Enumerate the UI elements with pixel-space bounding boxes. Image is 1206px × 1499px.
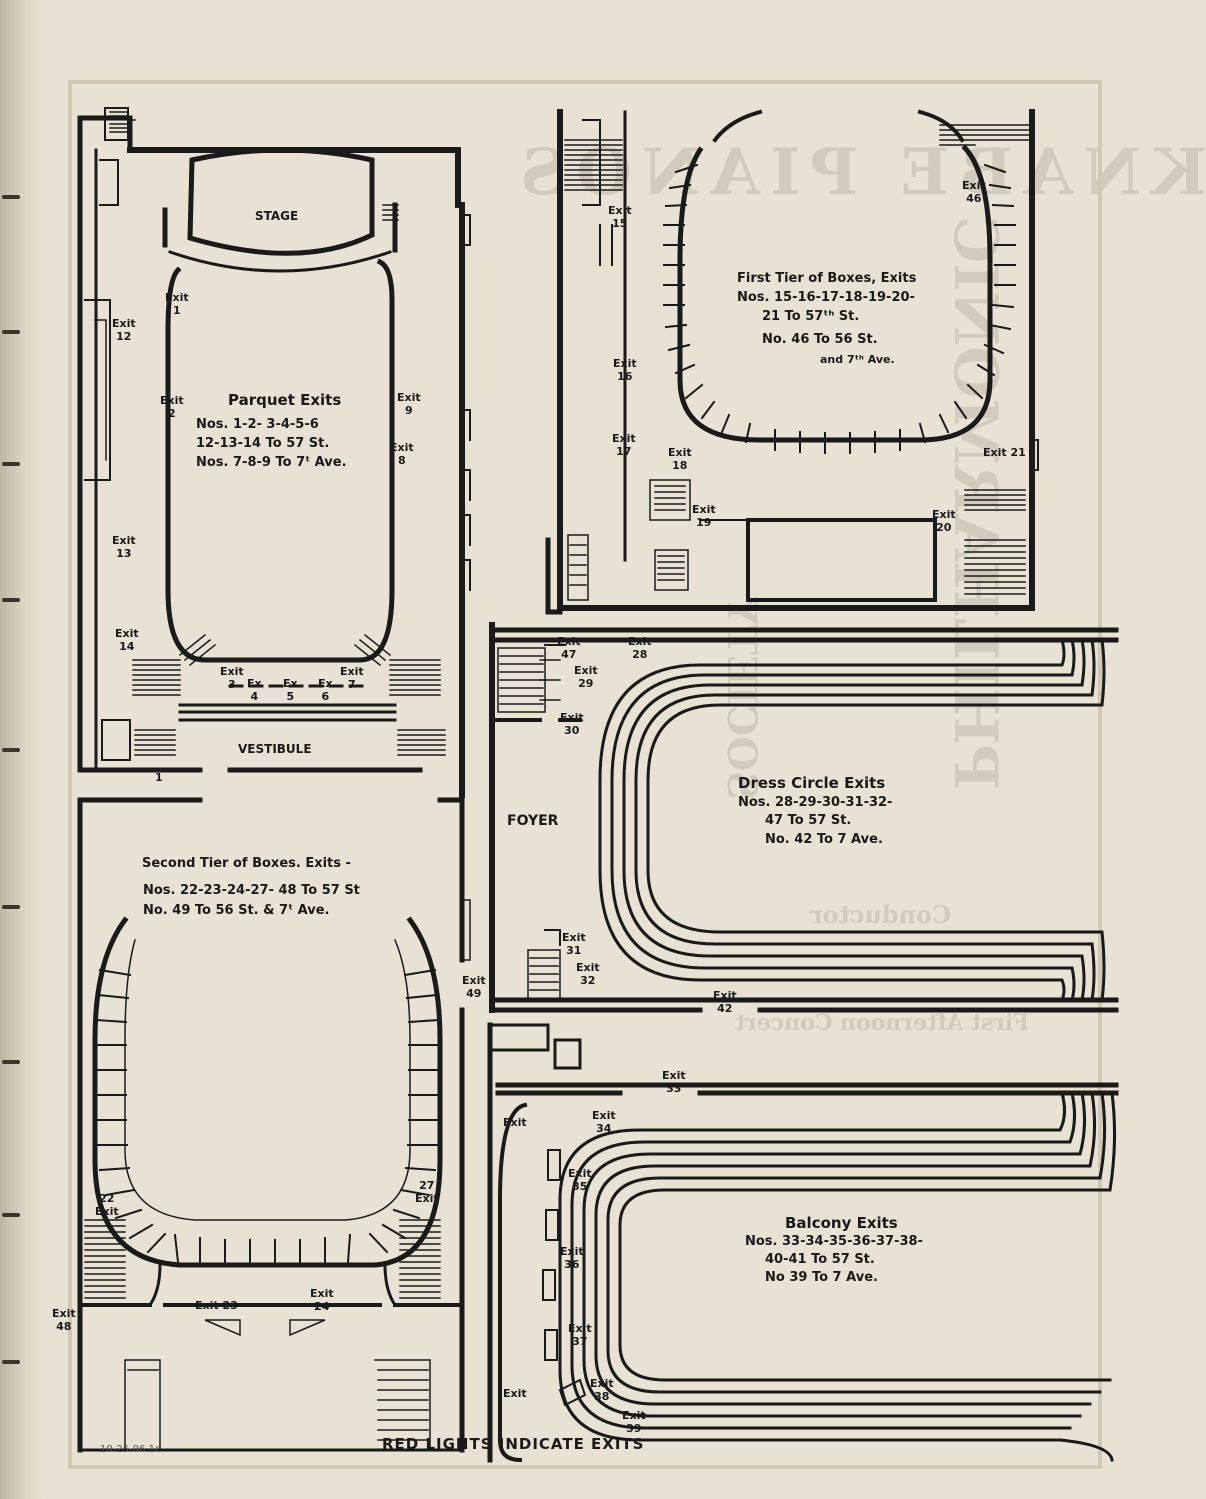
second-tier-line-1: Nos. 22-23-24-27- 48 To 57 St [143, 883, 360, 898]
binding-stitch [2, 905, 20, 909]
exit-31-label: Exit 31 [562, 931, 586, 957]
exit-18-label: Exit 18 [668, 446, 692, 472]
exit-47-label: Exit 47 [557, 635, 581, 661]
exit-28-label: Exit 28 [628, 635, 652, 661]
archive-note: 10-25-06.1c [100, 1444, 161, 1455]
exit-38-label: Exit 38 [590, 1377, 614, 1403]
exit-33-label: Exit 33 [662, 1069, 686, 1095]
balcony-plan [487, 1022, 1119, 1463]
exit-1-marker: 1 [155, 771, 163, 784]
exit-40-label: Exit [503, 1116, 527, 1129]
exit-5-label: Ex 5 [283, 677, 298, 703]
exit-14-label: Exit 14 [115, 627, 139, 653]
exit-46-label: Exit 46 [962, 179, 986, 205]
dress-circle-line-1: Nos. 28-29-30-31-32- [738, 795, 893, 810]
exit-16-label: Exit 16 [613, 357, 637, 383]
binding-edge [0, 0, 44, 1499]
parquet-exits-line-1: Nos. 1-2- 3-4-5-6 [196, 417, 319, 432]
exit-15-label: Exit 15 [608, 204, 632, 230]
dress-circle-plan [489, 622, 1119, 1013]
first-tier-line-1: Nos. 15-16-17-18-19-20- [737, 290, 915, 305]
dress-circle-title: Dress Circle Exits [738, 774, 886, 792]
binding-stitch [2, 330, 20, 334]
parquet-exits-line-3: Nos. 7-8-9 To 7ᵗ Ave. [196, 455, 347, 470]
exit-30-label: Exit 30 [560, 711, 584, 737]
exit-23-label: Exit 23 [195, 1299, 238, 1312]
second-tier-line-2: No. 49 To 56 St. & 7ᵗ Ave. [143, 903, 330, 918]
exit-9-label: Exit 9 [397, 391, 421, 417]
balcony-line-2: 40-41 To 57 St. [765, 1252, 875, 1267]
exit-22-label: 22 Exit [95, 1192, 119, 1218]
exit-39-label: Exit 39 [622, 1409, 646, 1435]
binding-stitch [2, 1360, 20, 1364]
exit-2-label: Exit 2 [160, 394, 184, 420]
binding-stitch [2, 1213, 20, 1217]
first-tier-line-3: No. 46 To 56 St. [762, 332, 878, 347]
binding-stitch [2, 195, 20, 199]
dress-circle-line-2: 47 To 57 St. [765, 813, 852, 828]
exit-36-label: Exit 36 [560, 1245, 584, 1271]
exit-49-label: Exit 49 [462, 974, 486, 1000]
exit-32-label: Exit 32 [576, 961, 600, 987]
exit-21-label: Exit 21 [983, 446, 1026, 459]
first-tier-title: First Tier of Boxes, Exits [737, 271, 917, 286]
exit-24-label: Exit 24 [310, 1287, 334, 1313]
exit-13-label: Exit 13 [112, 534, 136, 560]
exit-27-label: 27 Exit [415, 1179, 439, 1205]
exit-8-label: Exit 8 [390, 441, 414, 467]
exit-4-label: Ex 4 [247, 677, 262, 703]
exit-35-label: Exit 35 [568, 1167, 592, 1193]
exit-1-label: Exit 1 [165, 291, 189, 317]
balcony-line-3: No 39 To 7 Ave. [765, 1270, 878, 1285]
exit-6-label: Ex 6 [318, 677, 333, 703]
parquet-exits-title: Parquet Exits [228, 391, 342, 409]
exit-29-label: Exit 29 [574, 664, 598, 690]
exit-37-label: Exit 37 [568, 1322, 592, 1348]
first-tier-line-4: and 7ᵗʰ Ave. [820, 353, 895, 366]
parquet-exits-line-2: 12-13-14 To 57 St. [196, 436, 330, 451]
exit-42-label: Exit 42 [713, 989, 737, 1015]
exit-12-label: Exit 12 [112, 317, 136, 343]
first-tier-line-2: 21 To 57ᵗʰ St. [762, 309, 860, 324]
parquet-plan [77, 107, 471, 798]
exit-19-label: Exit 19 [692, 503, 716, 529]
first-tier-plan [545, 109, 1039, 615]
vestibule-label: VESTIBULE [238, 742, 312, 756]
balcony-title: Balcony Exits [785, 1214, 898, 1232]
stage-label: STAGE [255, 209, 299, 223]
exit-34-label: Exit 34 [592, 1109, 616, 1135]
balcony-line-1: Nos. 33-34-35-36-37-38- [745, 1234, 923, 1249]
second-tier-title: Second Tier of Boxes. Exits - [142, 856, 351, 871]
binding-stitch [2, 748, 20, 752]
binding-stitch [2, 462, 20, 466]
exit-3-label: Exit 3 [220, 665, 244, 691]
exit-17-label: Exit 17 [612, 432, 636, 458]
exit-7-label: Exit 7 [340, 665, 364, 691]
dress-circle-line-3: No. 42 To 7 Ave. [765, 832, 883, 847]
exit-41-label: Exit [503, 1387, 527, 1400]
exit-20-label: Exit 20 [932, 508, 956, 534]
second-tier-plan [77, 797, 471, 1453]
binding-stitch [2, 598, 20, 602]
foyer-label: FOYER [507, 813, 559, 829]
exits-caption: RED LIGHTS INDICATE EXITS [382, 1435, 645, 1453]
binding-stitch [2, 1060, 20, 1064]
exit-48-label: Exit 48 [52, 1307, 76, 1333]
